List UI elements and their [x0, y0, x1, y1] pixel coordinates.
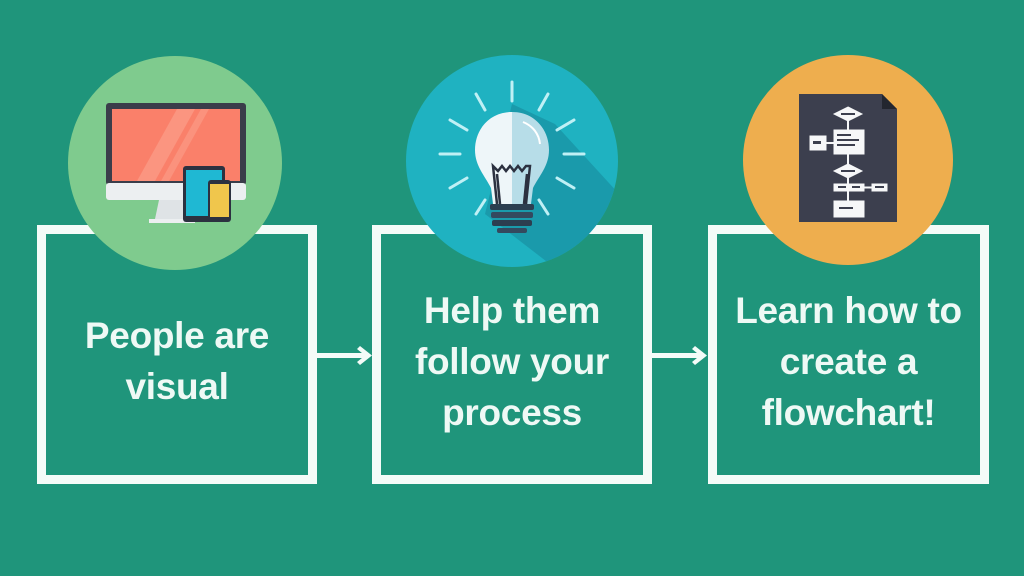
flowchart-document-icon	[743, 55, 953, 265]
step-3-label-line-2: create a	[779, 341, 918, 382]
step-1-label-line-1: People are	[84, 315, 270, 356]
step-2-box: Help them follow your process	[372, 225, 652, 484]
step-2-label-line-3: process	[442, 392, 582, 433]
step-3-label: Learn how to create a flowchart!	[717, 285, 980, 438]
monitor-devices-icon	[68, 56, 282, 270]
step-3-label-line-3: flowchart!	[761, 392, 936, 433]
lightbulb-icon	[406, 55, 618, 267]
step-3-box: Learn how to create a flowchart!	[708, 225, 989, 484]
step-2-label-line-1: Help them	[423, 290, 601, 331]
step-2-label-line-2: follow your	[414, 341, 610, 382]
step-2-label: Help them follow your process	[381, 285, 643, 438]
arrow-right-icon	[316, 346, 372, 365]
arrow-right-icon	[651, 346, 707, 365]
step-1-label-line-2: visual	[125, 366, 229, 407]
step-1-label: People are visual	[46, 310, 308, 412]
step-3-label-line-1: Learn how to	[735, 290, 962, 331]
